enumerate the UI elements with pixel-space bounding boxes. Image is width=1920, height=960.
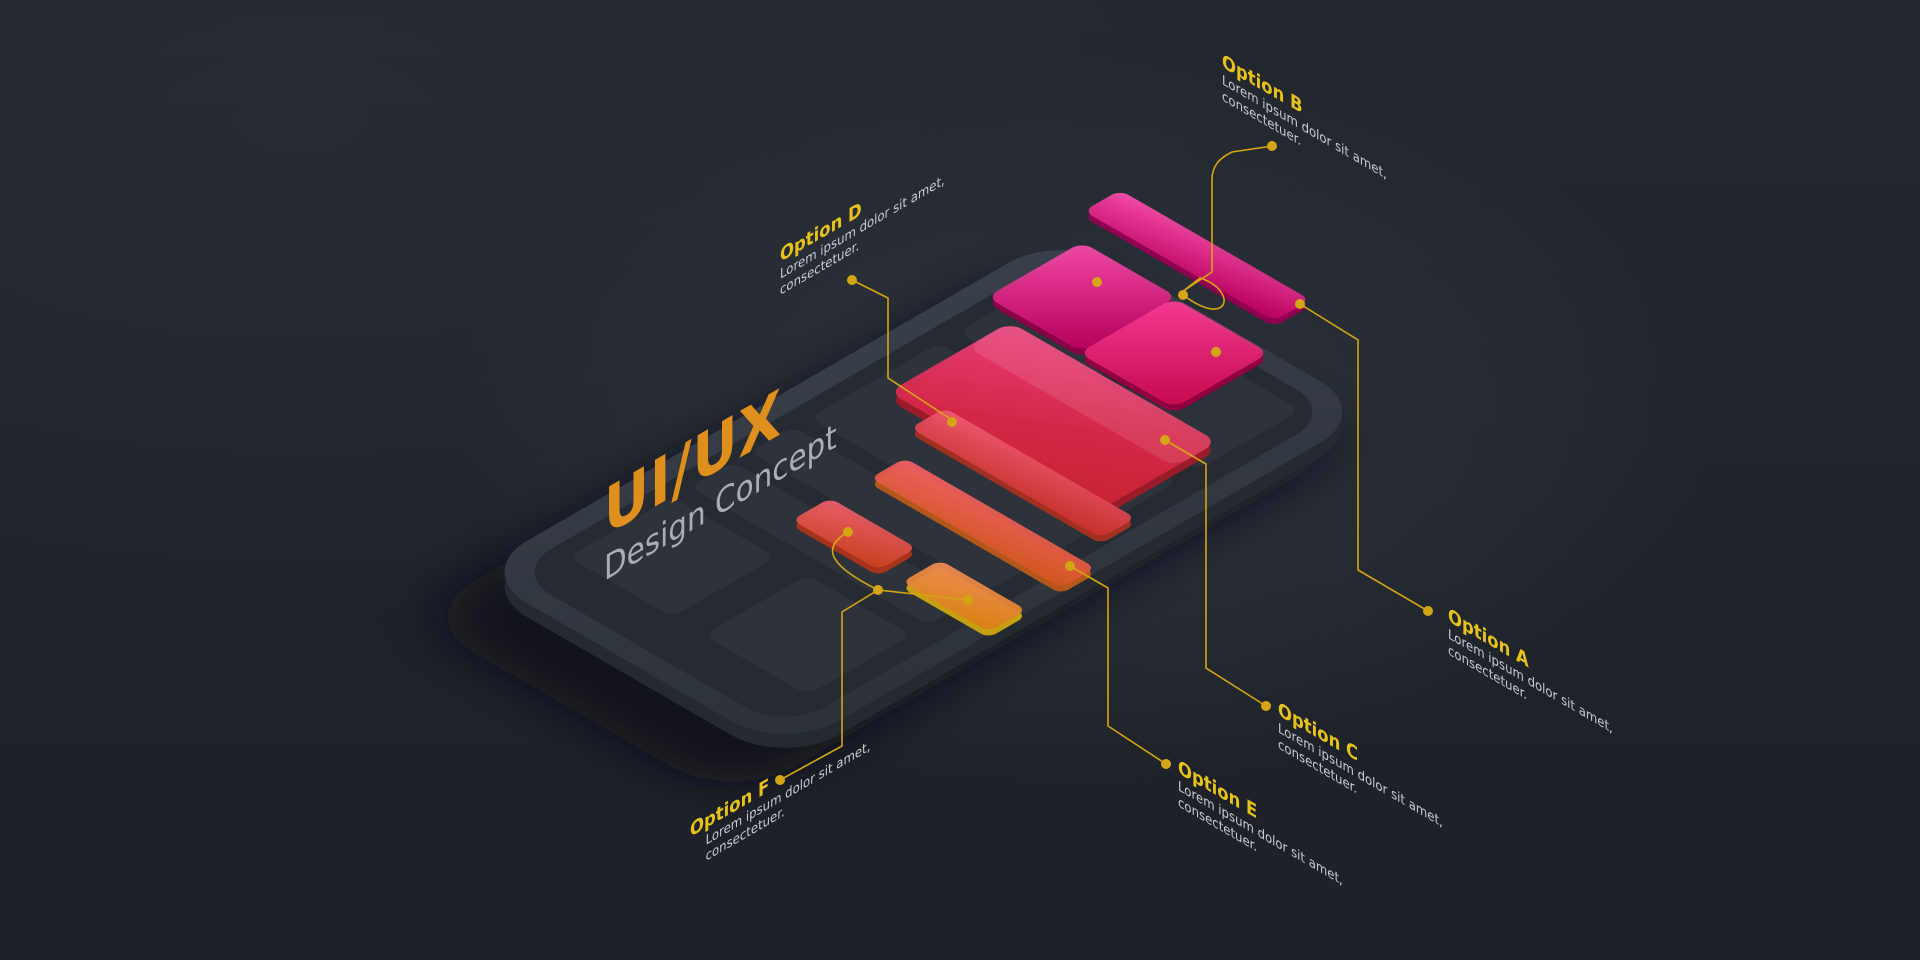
- dot-option-a-start: [1295, 299, 1305, 309]
- dot-option-a-end: [1423, 606, 1433, 616]
- card-square-right: [1084, 301, 1264, 411]
- dot-option-b-end: [1267, 141, 1277, 151]
- connector-option-a: [1299, 303, 1429, 612]
- dot-option-e-end: [1161, 759, 1171, 769]
- card-main: [895, 326, 1211, 516]
- connector-option-e: [1069, 565, 1167, 765]
- connector-option-c: [1164, 439, 1267, 707]
- dot-option-c-end: [1261, 701, 1271, 711]
- dot-option-f-end: [775, 775, 785, 785]
- card-square-left: [992, 245, 1172, 355]
- card-bar-orange: [874, 460, 1091, 592]
- card-bar-red: [914, 410, 1131, 542]
- card-small-red: [796, 500, 913, 574]
- connector-dots: [775, 141, 1433, 785]
- connector-option-d: [851, 279, 953, 421]
- card-top-bar: [1088, 192, 1306, 325]
- connector-option-b: [1181, 145, 1273, 310]
- dot-option-d-end: [847, 275, 857, 285]
- connector-lines: [779, 145, 1429, 781]
